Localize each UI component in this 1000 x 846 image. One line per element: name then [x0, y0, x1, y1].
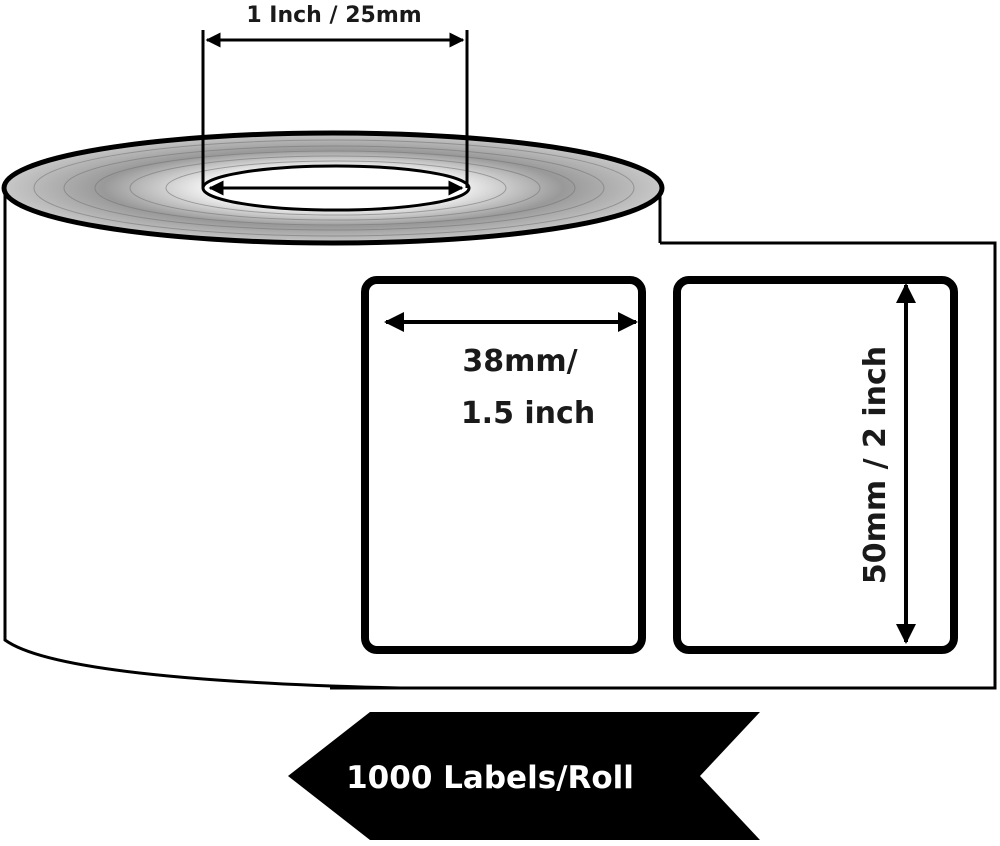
roll-body	[3, 188, 401, 690]
label-width-text-2: 1.5 inch	[461, 396, 595, 431]
core-dimension-label: 1 Inch / 25mm	[246, 3, 421, 28]
quantity-banner-text: 1000 Labels/Roll	[346, 760, 634, 796]
label-width-text-1: 38mm/	[462, 344, 577, 379]
quantity-banner	[288, 712, 760, 840]
label-1	[361, 276, 646, 654]
label-height-text: 50mm / 2 inch	[858, 346, 893, 584]
label-2	[673, 276, 958, 654]
